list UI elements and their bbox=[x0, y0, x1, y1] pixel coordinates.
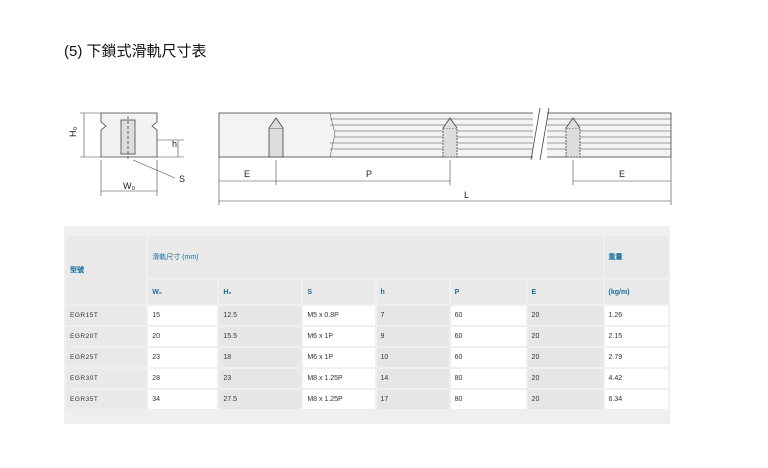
cell-wr: 23 bbox=[148, 348, 218, 367]
cell-wr: 15 bbox=[148, 306, 218, 325]
table-row: EGR25T 23 18 M6 x 1P 10 60 20 2.79 bbox=[66, 348, 668, 367]
label-s: S bbox=[179, 174, 185, 184]
table-row: EGR30T 28 23 M8 x 1.25P 14 80 20 4.42 bbox=[66, 369, 668, 388]
cell-model: EGR25T bbox=[66, 348, 147, 367]
cell-wr: 28 bbox=[148, 369, 218, 388]
cell-e: 20 bbox=[527, 390, 603, 409]
cell-weight: 2.15 bbox=[604, 327, 668, 346]
table-subheader-row: W₀ H₀ S h P E (kg/m) bbox=[66, 280, 668, 304]
col-weight: (kg/m) bbox=[604, 280, 668, 304]
label-p: P bbox=[366, 169, 372, 179]
page-title: (5) 下鎖式滑軌尺寸表 bbox=[64, 43, 207, 60]
cell-model: EGR35T bbox=[66, 390, 147, 409]
cell-weight: 6.34 bbox=[604, 390, 668, 409]
table-header-row: 型號 滑軌尺寸 (mm) 重量 bbox=[66, 236, 668, 304]
cell-weight: 2.79 bbox=[604, 348, 668, 367]
label-hr: H₀ bbox=[68, 127, 78, 137]
cell-p: 80 bbox=[450, 390, 526, 409]
cell-e: 20 bbox=[527, 306, 603, 325]
cell-hr: 12.5 bbox=[219, 306, 302, 325]
cell-h: 10 bbox=[376, 348, 449, 367]
cell-h: 17 bbox=[376, 390, 449, 409]
label-h: h bbox=[172, 139, 177, 149]
col-p: P bbox=[450, 280, 526, 304]
col-h: h bbox=[376, 280, 449, 304]
col-s: S bbox=[303, 280, 375, 304]
dimension-table: 型號 滑軌尺寸 (mm) 重量 W₀ H₀ S h P E (kg/m) EGR… bbox=[64, 234, 670, 411]
cell-h: 14 bbox=[376, 369, 449, 388]
dims-header: 滑軌尺寸 (mm) bbox=[148, 236, 603, 278]
cell-h: 7 bbox=[376, 306, 449, 325]
cell-p: 80 bbox=[450, 369, 526, 388]
cell-s: M6 x 1P bbox=[303, 327, 375, 346]
cell-model: EGR30T bbox=[66, 369, 147, 388]
rail-side-view bbox=[218, 107, 672, 163]
cell-s: M8 x 1.25P bbox=[303, 390, 375, 409]
cell-hr: 27.5 bbox=[219, 390, 302, 409]
cell-e: 20 bbox=[527, 369, 603, 388]
label-e-left: E bbox=[244, 169, 250, 179]
weight-header: 重量 bbox=[604, 236, 668, 278]
cell-wr: 20 bbox=[148, 327, 218, 346]
cell-model: EGR15T bbox=[66, 306, 147, 325]
table-row: EGR35T 34 27.5 M8 x 1.25P 17 80 20 6.34 bbox=[66, 390, 668, 409]
cell-p: 60 bbox=[450, 348, 526, 367]
col-wr: W₀ bbox=[148, 280, 218, 304]
rail-cross-section bbox=[100, 112, 158, 160]
cell-hr: 23 bbox=[219, 369, 302, 388]
label-wr: W₀ bbox=[123, 181, 135, 191]
cell-p: 60 bbox=[450, 306, 526, 325]
table-row: EGR20T 20 15.5 M6 x 1P 9 60 20 2.15 bbox=[66, 327, 668, 346]
cell-s: M8 x 1.25P bbox=[303, 369, 375, 388]
cell-s: M5 x 0.8P bbox=[303, 306, 375, 325]
label-l: L bbox=[464, 190, 469, 200]
cell-weight: 1.26 bbox=[604, 306, 668, 325]
cell-hr: 18 bbox=[219, 348, 302, 367]
cell-hr: 15.5 bbox=[219, 327, 302, 346]
cell-h: 9 bbox=[376, 327, 449, 346]
cell-weight: 4.42 bbox=[604, 369, 668, 388]
label-e-right: E bbox=[619, 169, 625, 179]
cell-s: M6 x 1P bbox=[303, 348, 375, 367]
cell-wr: 34 bbox=[148, 390, 218, 409]
cell-model: EGR20T bbox=[66, 327, 147, 346]
rail-drawing: H₀ h S W₀ E P E L bbox=[68, 107, 672, 205]
table-row: EGR15T 15 12.5 M5 x 0.8P 7 60 20 1.26 bbox=[66, 306, 668, 325]
cell-e: 20 bbox=[527, 327, 603, 346]
col-hr: H₀ bbox=[219, 280, 302, 304]
cell-p: 60 bbox=[450, 327, 526, 346]
cell-e: 20 bbox=[527, 348, 603, 367]
col-e: E bbox=[527, 280, 603, 304]
model-header: 型號 bbox=[66, 236, 147, 304]
